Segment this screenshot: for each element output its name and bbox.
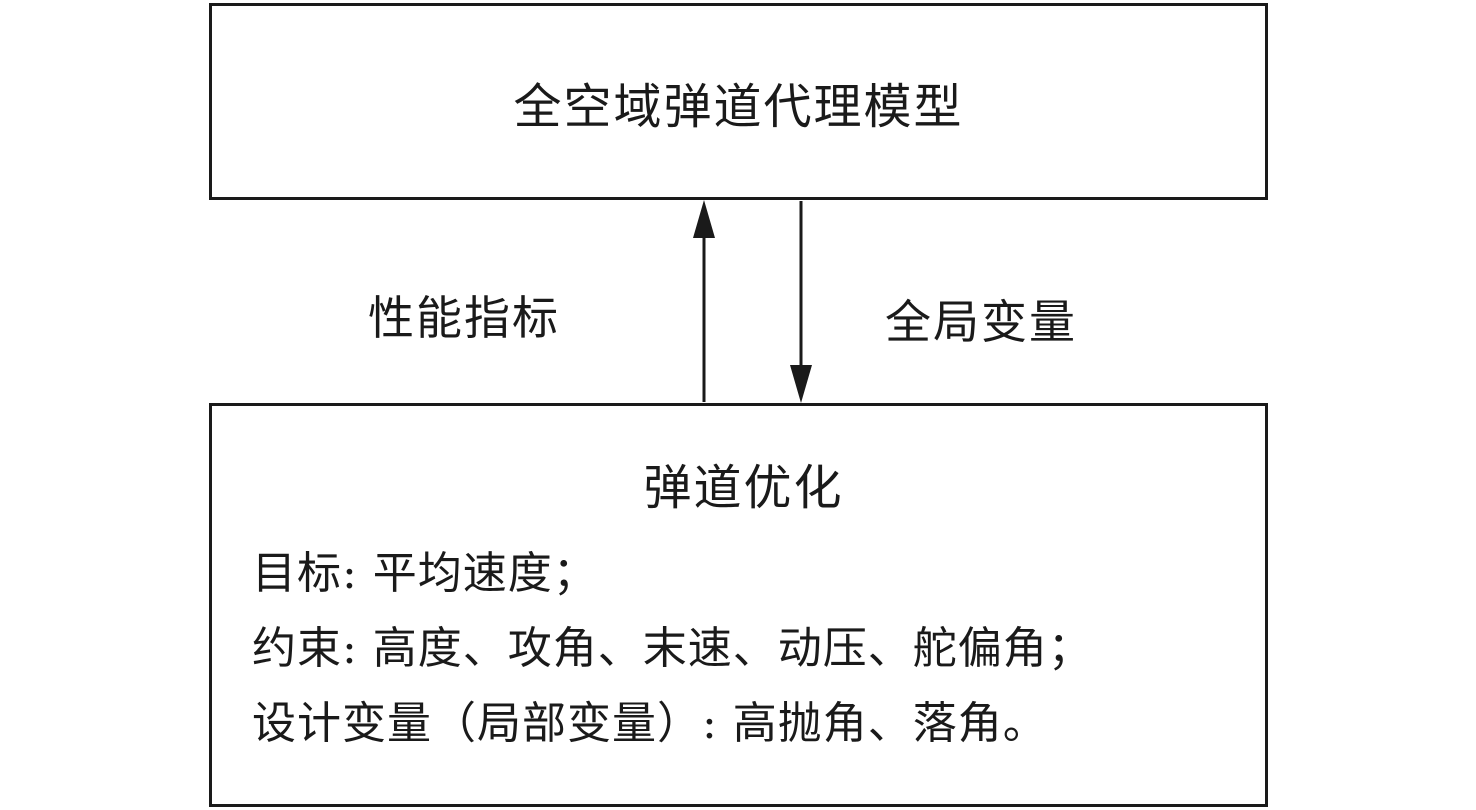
constraints-line: 约束: 高度、攻角、末速、动压、舵偏角； [252, 623, 1093, 674]
up-arrow-label: 性能指标 [368, 291, 560, 345]
up-arrow [693, 200, 715, 402]
trajectory-optimization-title: 弹道优化 [643, 460, 844, 516]
down-arrow-label: 全局变量 [885, 295, 1077, 349]
down-arrow [790, 201, 812, 403]
objective-line: 目标: 平均速度； [252, 548, 598, 599]
surrogate-model-box: 全空域弹道代理模型 [209, 3, 1268, 200]
trajectory-optimization-box: 弹道优化 目标: 平均速度； 约束: 高度、攻角、末速、动压、舵偏角； 设计变量… [209, 403, 1268, 807]
surrogate-model-title: 全空域弹道代理模型 [513, 78, 964, 135]
design-variables-line: 设计变量（局部变量）: 高抛角、落角。 [252, 698, 1048, 749]
